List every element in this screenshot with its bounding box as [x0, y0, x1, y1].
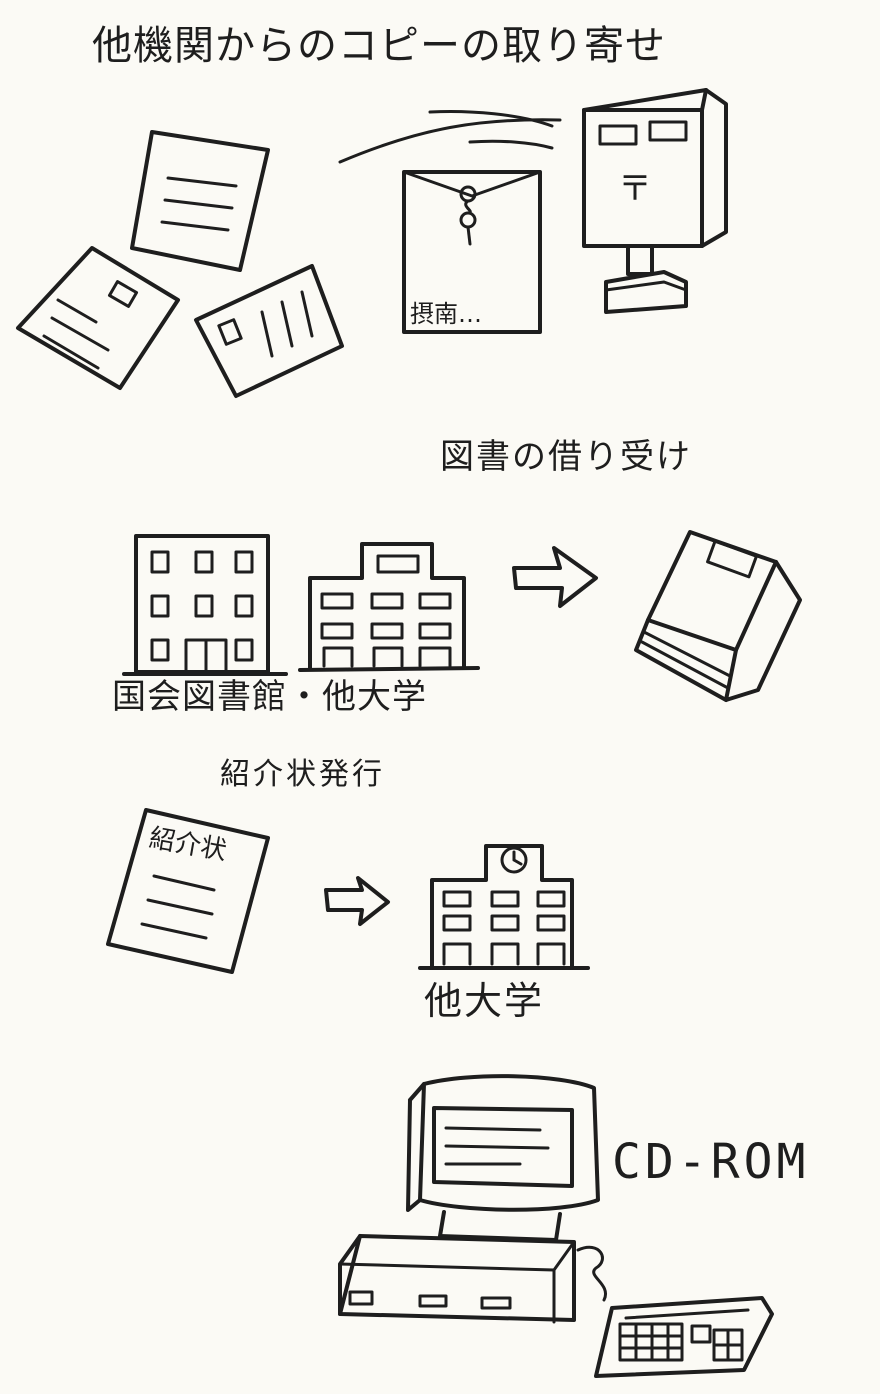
destination-university-label: 他大学 — [424, 979, 545, 1023]
motion-lines — [338, 110, 562, 164]
introduction-letter-title: 紹介状発行 — [220, 757, 385, 792]
keyboard-cable — [576, 1245, 608, 1302]
other-university-building-icon — [418, 844, 590, 970]
university-building-icon — [298, 542, 480, 672]
computer-base-unit-icon — [338, 1234, 576, 1324]
book-loan-title: 図書の借り受け — [440, 437, 692, 477]
envelope-icon: 摂南… — [402, 170, 542, 334]
keyboard-icon — [594, 1296, 774, 1378]
right-arrow-icon — [512, 546, 598, 608]
document-sheet-lines-icon — [130, 130, 270, 272]
cdrom-label: CD-ROM — [612, 1134, 810, 1190]
letter-heading: 紹介状 — [147, 823, 229, 866]
postal-mark-icon: 〒 — [618, 169, 652, 209]
right-arrow-small-icon — [324, 876, 390, 926]
copy-request-title: 他機関からのコピーの取り寄せ — [92, 23, 666, 69]
document-sheet-columns-icon — [194, 264, 344, 398]
introduction-letter-document-icon: 紹介状 — [106, 808, 270, 974]
postbox-icon: 〒 — [582, 88, 728, 314]
document-sheet-photo-icon — [16, 246, 180, 390]
national-diet-library-building-icon — [122, 534, 288, 676]
institutions-label: 国会図書館・他大学 — [112, 677, 427, 717]
book-icon — [634, 530, 802, 702]
envelope-label: 摂南… — [410, 300, 482, 328]
computer-monitor-icon — [406, 1074, 600, 1242]
